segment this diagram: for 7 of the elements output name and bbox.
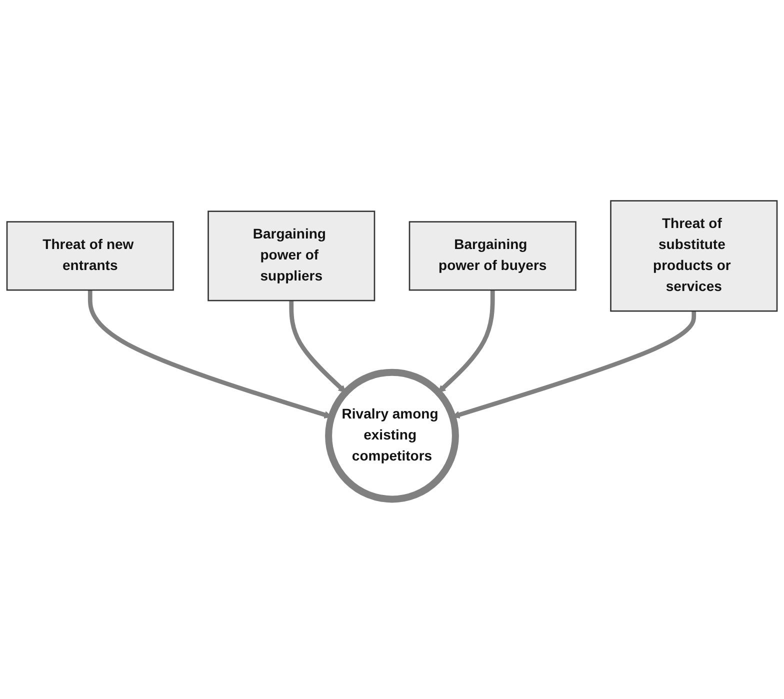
arrow (289, 300, 346, 392)
node-box: Threat of substitute products or services (610, 200, 778, 312)
node-circle: Rivalry among existing competitors (325, 368, 459, 502)
node-box: Bargaining power of buyers (408, 220, 576, 290)
node-box: Bargaining power of suppliers (208, 210, 376, 301)
arrow (438, 290, 495, 392)
node-box: Threat of new entrants (6, 220, 174, 290)
